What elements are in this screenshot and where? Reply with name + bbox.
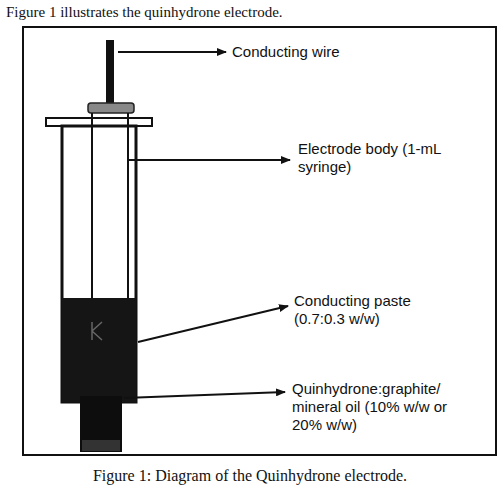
plunger-rod xyxy=(91,113,93,300)
conducting-wire xyxy=(106,40,114,108)
plunger-cap xyxy=(88,103,134,113)
intro-text: Figure 1 illustrates the quinhydrone ele… xyxy=(6,3,283,21)
syringe-barrel xyxy=(62,126,136,402)
part-label: Conducting paste (0.7:0.3 w/w) xyxy=(294,292,462,328)
conducting-paste xyxy=(62,298,136,402)
leader-arrow xyxy=(118,51,226,53)
plunger-rod xyxy=(127,113,129,300)
part-label: Electrode body (1-mL syringe) xyxy=(298,140,448,176)
figure-caption: Figure 1: Diagram of the Quinhydrone ele… xyxy=(0,466,500,485)
part-label: Conducting wire xyxy=(232,43,432,61)
part-label: Quinhydrone:graphite/ mineral oil (10% w… xyxy=(292,380,472,434)
figure-frame xyxy=(23,27,496,455)
paste-mark xyxy=(92,322,102,340)
quinhydrone-tip xyxy=(80,396,122,452)
leader-arrow xyxy=(138,306,288,342)
leader-arrow xyxy=(124,392,285,398)
leader-arrow xyxy=(128,159,290,161)
tip-end xyxy=(82,440,120,451)
